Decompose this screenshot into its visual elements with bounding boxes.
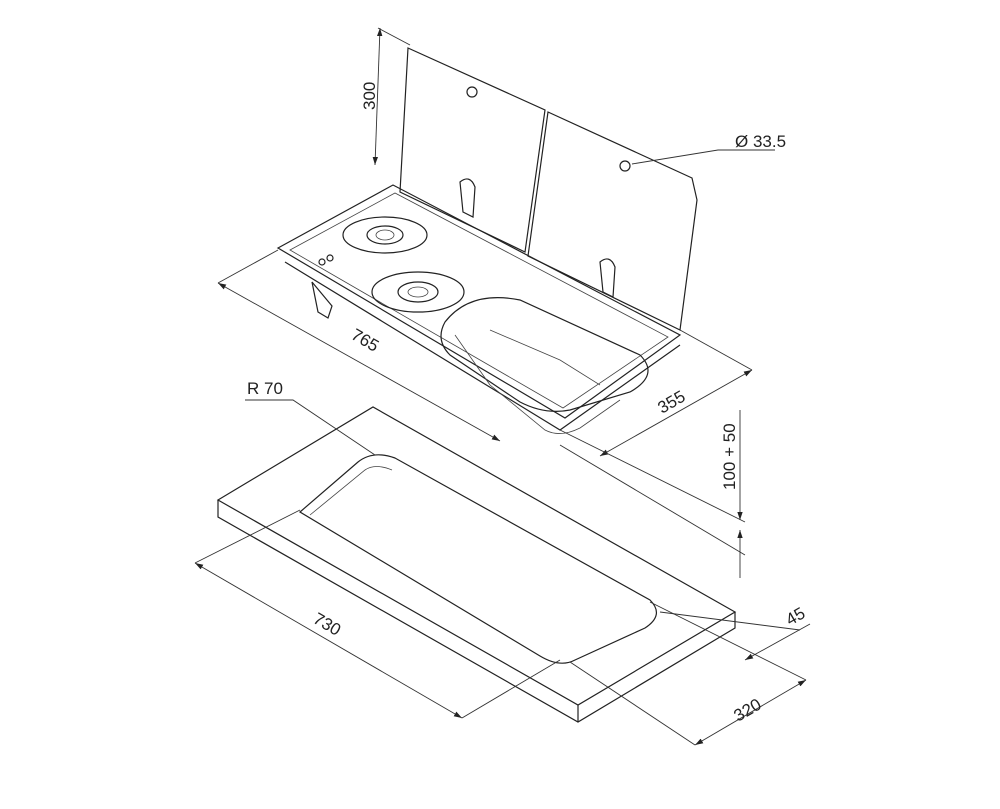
burner-rear — [342, 216, 428, 254]
dim-lid-height: 300 — [360, 82, 379, 110]
glass-lid-left — [399, 47, 546, 253]
hob-sink-unit — [276, 47, 698, 434]
lid-hole-right — [619, 160, 631, 172]
dim-overall-depth: 355 — [655, 387, 689, 418]
dim-min-edge: 45 — [783, 604, 809, 630]
hinge-right — [599, 258, 616, 298]
countertop — [216, 406, 737, 723]
dim-installation-depth: 100 + 50 — [720, 423, 739, 490]
cutout — [298, 454, 657, 664]
dim-corner-radius: R 70 — [247, 379, 283, 398]
hinge-left — [459, 178, 476, 218]
glass-lid-right — [527, 111, 698, 331]
sink-bowl — [440, 297, 649, 434]
dim-overall-length: 765 — [348, 325, 382, 356]
dim-hole-diameter: Ø 33.5 — [735, 132, 786, 151]
dim-cutout-length: 730 — [310, 609, 344, 640]
lid-hole-left — [466, 86, 478, 98]
dimension-lines — [194, 27, 811, 746]
burner-front — [371, 271, 465, 313]
